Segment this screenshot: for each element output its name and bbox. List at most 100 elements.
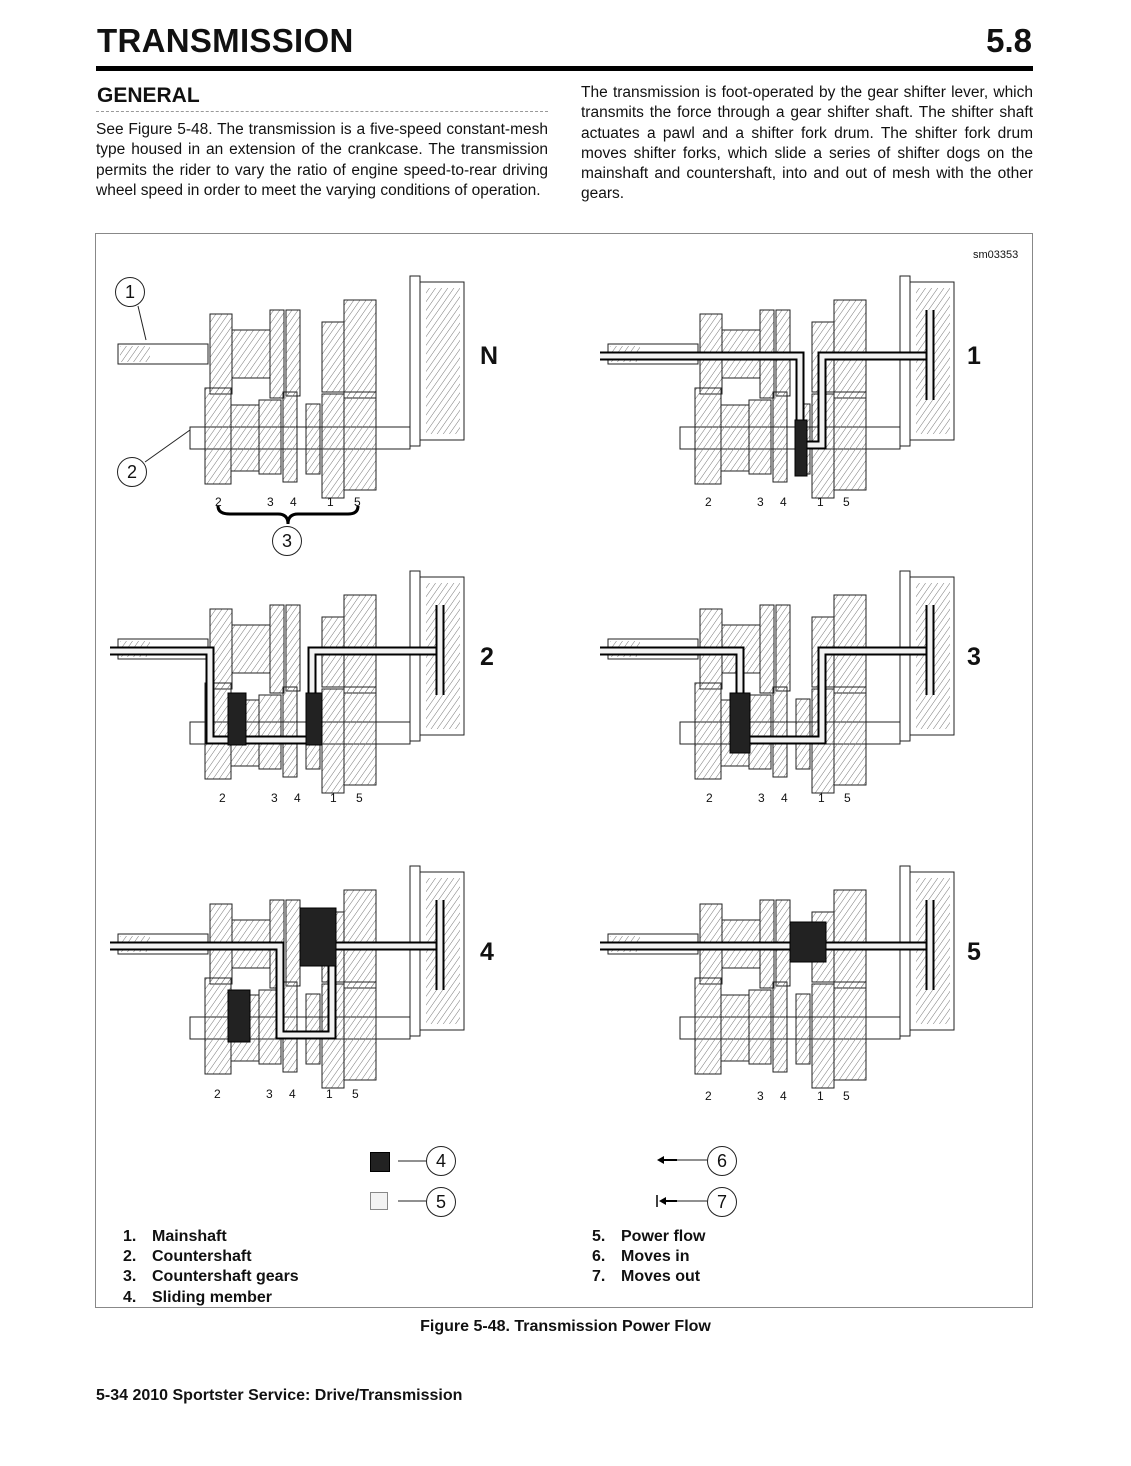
gear-number: 1 bbox=[326, 1087, 333, 1101]
gear-label-4: 4 bbox=[480, 938, 494, 966]
gear-number: 3 bbox=[271, 791, 278, 805]
mainshaft-gear bbox=[269, 309, 285, 399]
gear-diagram-5 bbox=[600, 865, 955, 1089]
gear-number: 1 bbox=[817, 495, 824, 509]
legend-item: 4.Sliding member bbox=[123, 1288, 273, 1306]
countershaft-gear bbox=[694, 387, 722, 485]
figure-frame bbox=[95, 233, 1033, 1308]
page-footer: 5-34 2010 Sportster Service: Drive/Trans… bbox=[96, 1387, 463, 1404]
gear-number: 3 bbox=[757, 495, 764, 509]
countershaft-gear bbox=[694, 682, 722, 780]
callout-1: 1 bbox=[115, 277, 145, 307]
countershaft-gear bbox=[343, 981, 377, 1081]
countershaft-gear bbox=[772, 981, 788, 1073]
gear-label-3: 3 bbox=[967, 643, 981, 671]
gear-diagram-2 bbox=[110, 570, 465, 794]
gear-number: 3 bbox=[757, 1089, 764, 1103]
countershaft-gear bbox=[795, 993, 811, 1065]
gear-number: 4 bbox=[290, 495, 297, 509]
gear-number: 2 bbox=[215, 495, 222, 509]
figure-id: sm03353 bbox=[973, 249, 1019, 261]
legend-right: 5.Power flow 6.Moves in 7.Moves out bbox=[592, 1227, 705, 1288]
countershaft-gear bbox=[258, 399, 282, 475]
countershaft-gear bbox=[204, 387, 232, 485]
gear-number: 2 bbox=[705, 1089, 712, 1103]
legend-item: 5.Power flow bbox=[592, 1228, 706, 1245]
countershaft-gear bbox=[343, 391, 377, 491]
heading-rule bbox=[96, 111, 548, 112]
mainshaft-gear bbox=[269, 604, 285, 694]
gear-label-5: 5 bbox=[967, 938, 981, 966]
countershaft-gear bbox=[833, 686, 867, 786]
sliding-member bbox=[305, 692, 323, 746]
countershaft-gear bbox=[720, 404, 750, 472]
callout-3: 3 bbox=[272, 526, 302, 556]
gear-label-2: 2 bbox=[480, 643, 494, 671]
countershaft-gear bbox=[694, 977, 722, 1075]
countershaft-gear bbox=[305, 403, 321, 475]
gear-number: 1 bbox=[330, 791, 337, 805]
gear-number: 4 bbox=[294, 791, 301, 805]
moves-in-out-arrow-icons bbox=[656, 1156, 677, 1207]
gear-number: 4 bbox=[780, 1089, 787, 1103]
legend-item: 3.Countershaft gears bbox=[123, 1268, 299, 1286]
gear-number: 2 bbox=[219, 791, 226, 805]
power-flow-path-inner bbox=[110, 648, 440, 743]
legend-item: 6.Moves in bbox=[592, 1248, 690, 1266]
gear-number: 5 bbox=[844, 791, 851, 805]
countershaft-gear bbox=[720, 994, 750, 1062]
countershaft-gear bbox=[795, 698, 811, 770]
mainshaft-gear bbox=[833, 299, 867, 399]
countershaft-gear bbox=[343, 686, 377, 786]
countershaft-gear bbox=[772, 686, 788, 778]
gear-number: 5 bbox=[352, 1087, 359, 1101]
figure-caption: Figure 5-48. Transmission Power Flow bbox=[420, 1318, 711, 1335]
gear-number: 4 bbox=[780, 495, 787, 509]
section-number: 5.8 bbox=[986, 22, 1032, 59]
power-flow-path-inner bbox=[600, 353, 930, 448]
gear-number: 2 bbox=[214, 1087, 221, 1101]
countershaft-gear bbox=[833, 981, 867, 1081]
gear-diagram-1 bbox=[600, 275, 955, 499]
legend-item: 2.Countershaft bbox=[123, 1248, 252, 1266]
sliding-member bbox=[227, 989, 251, 1043]
general-paragraph-left: See Figure 5-48. The transmission is a f… bbox=[96, 121, 548, 199]
sliding-member bbox=[794, 419, 808, 477]
countershaft-gear bbox=[748, 989, 772, 1065]
callout-2: 2 bbox=[117, 457, 147, 487]
countershaft-gear bbox=[748, 399, 772, 475]
gear-number: 1 bbox=[817, 1089, 824, 1103]
mainshaft-gear bbox=[343, 594, 377, 694]
gear-number: 4 bbox=[781, 791, 788, 805]
mainshaft-gear bbox=[343, 889, 377, 989]
mainshaft-gear bbox=[231, 624, 271, 674]
countershaft-gear bbox=[833, 391, 867, 491]
gear-number: 1 bbox=[327, 495, 334, 509]
countershaft-gear bbox=[305, 993, 321, 1065]
sliding-member-swatch bbox=[370, 1152, 390, 1172]
countershaft-gear bbox=[204, 977, 232, 1075]
gear-number: 5 bbox=[843, 1089, 850, 1103]
power-flow-swatch bbox=[370, 1192, 388, 1210]
countershaft-gear bbox=[282, 391, 298, 483]
header-rule bbox=[96, 66, 1033, 71]
gear-number: 2 bbox=[705, 495, 712, 509]
power-flow-path-inner bbox=[600, 648, 930, 743]
countershaft-gear bbox=[772, 391, 788, 483]
gear-number: 2 bbox=[706, 791, 713, 805]
callout-7: 7 bbox=[707, 1187, 737, 1217]
sliding-member bbox=[729, 692, 751, 754]
power-flow-path-inner bbox=[110, 943, 440, 1038]
gear-label-neutral: N bbox=[480, 342, 499, 370]
sliding-member bbox=[299, 907, 337, 967]
callout-6: 6 bbox=[707, 1146, 737, 1176]
gear-number: 3 bbox=[266, 1087, 273, 1101]
countershaft-gear bbox=[258, 694, 282, 770]
legend-left: 1.Mainshaft 2.Countershaft 3.Countershaf… bbox=[123, 1227, 299, 1308]
gear-diagram-4 bbox=[110, 865, 465, 1089]
legend-item: 1.Mainshaft bbox=[123, 1228, 227, 1245]
general-heading: GENERAL bbox=[97, 84, 200, 107]
gear-number: 5 bbox=[843, 495, 850, 509]
callout-5: 5 bbox=[426, 1187, 456, 1217]
